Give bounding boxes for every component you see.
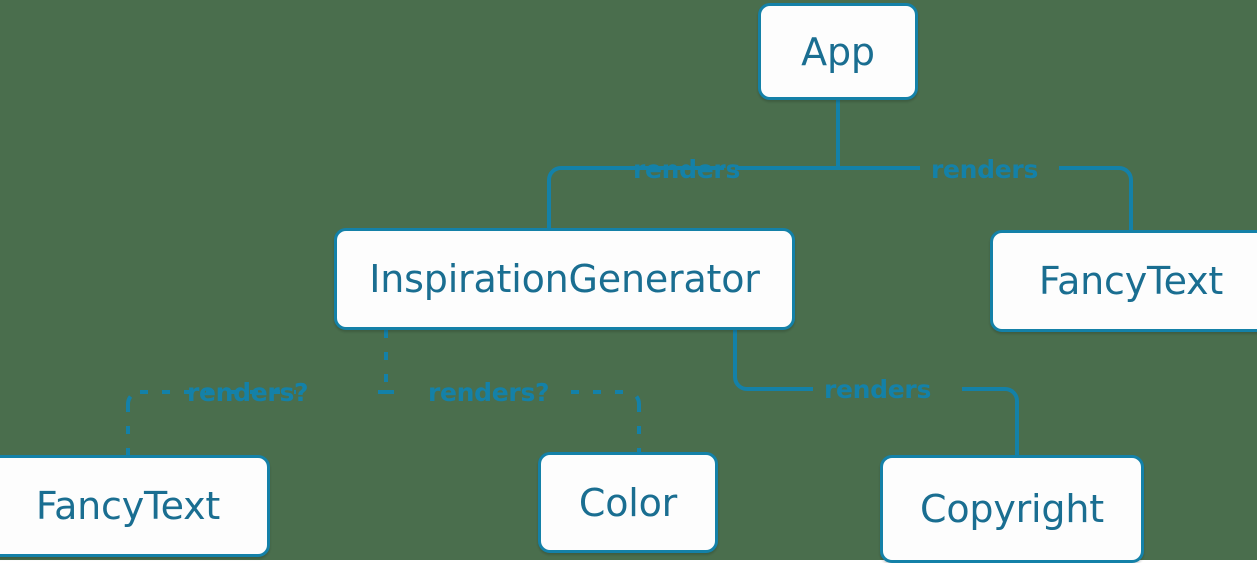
node-color[interactable]: Color: [538, 452, 718, 553]
node-inspirationgenerator[interactable]: InspirationGenerator: [334, 228, 795, 330]
edge-app-inspirationgenerator: [547, 166, 838, 228]
node-inspirationgenerator-label: InspirationGenerator: [369, 257, 760, 301]
node-fancytext-bottom[interactable]: FancyText: [0, 455, 270, 557]
node-copyright[interactable]: Copyright: [880, 455, 1144, 563]
edge-label-inspirationgenerator-color: renders?: [428, 378, 550, 407]
node-fancytext-right-label: FancyText: [1038, 259, 1224, 303]
node-copyright-label: Copyright: [920, 487, 1104, 531]
edge-label-app-inspirationgenerator: renders: [633, 155, 741, 184]
node-app[interactable]: App: [758, 3, 918, 100]
edge-label-app-fancytext: renders: [931, 155, 1039, 184]
node-color-label: Color: [578, 480, 678, 525]
node-app-label: App: [801, 29, 875, 74]
node-fancytext-bottom-label: FancyText: [35, 484, 221, 528]
edge-app-fancytext: [838, 166, 1133, 230]
edge-label-inspirationgenerator-copyright: renders: [824, 375, 932, 404]
node-fancytext-right[interactable]: FancyText: [990, 230, 1257, 332]
edge-inspirationgenerator-color: [386, 390, 641, 452]
edge-label-inspirationgenerator-fancytext: renders?: [187, 378, 309, 407]
edge-inspirationgenerator-copyright: [733, 330, 1019, 455]
